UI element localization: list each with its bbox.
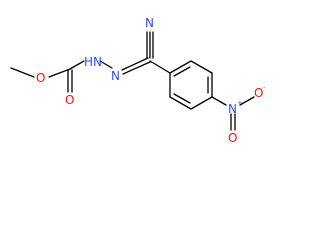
atom-methoxy-o: O xyxy=(36,71,45,85)
nitro-o-minus-charge: - xyxy=(263,84,266,92)
ring-bond-4 xyxy=(190,96,213,110)
ring-bond-5 xyxy=(169,96,192,110)
atom-carbonyl-o: O xyxy=(65,93,74,107)
bond-carbonyl-c-nh xyxy=(69,60,85,70)
bond-n-c-double-2 xyxy=(122,61,151,75)
bond-c-ring xyxy=(149,60,171,74)
bond-ring-nitro-n xyxy=(211,96,227,106)
ring-inner-double-3 xyxy=(173,93,191,104)
molecule-diagram: O O HN N N N + O O - xyxy=(10,16,266,145)
bond-nh-n xyxy=(99,60,113,69)
bond-o-carbonyl-c xyxy=(48,68,71,78)
atom-nitro-o-single: O xyxy=(254,86,263,100)
ring-inner-double-1 xyxy=(173,66,191,77)
atom-imine-n: N xyxy=(111,69,120,83)
ring-bond-1 xyxy=(169,60,192,74)
atom-nitro-o-double: O xyxy=(228,131,237,145)
ring-bond-2 xyxy=(190,60,213,74)
bond-n-c-double-1 xyxy=(121,57,149,71)
bond-nitro-n-o-single xyxy=(239,96,255,106)
atom-nitrile-n: N xyxy=(145,16,154,30)
bond-methyl-o xyxy=(10,67,35,78)
atom-nitro-n: N xyxy=(228,102,237,116)
bonds xyxy=(10,31,255,131)
nitro-n-plus-charge: + xyxy=(237,99,243,107)
atom-labels: O O HN N N N + O O - xyxy=(36,16,266,145)
atom-hydrazide-nh: HN xyxy=(84,55,102,69)
